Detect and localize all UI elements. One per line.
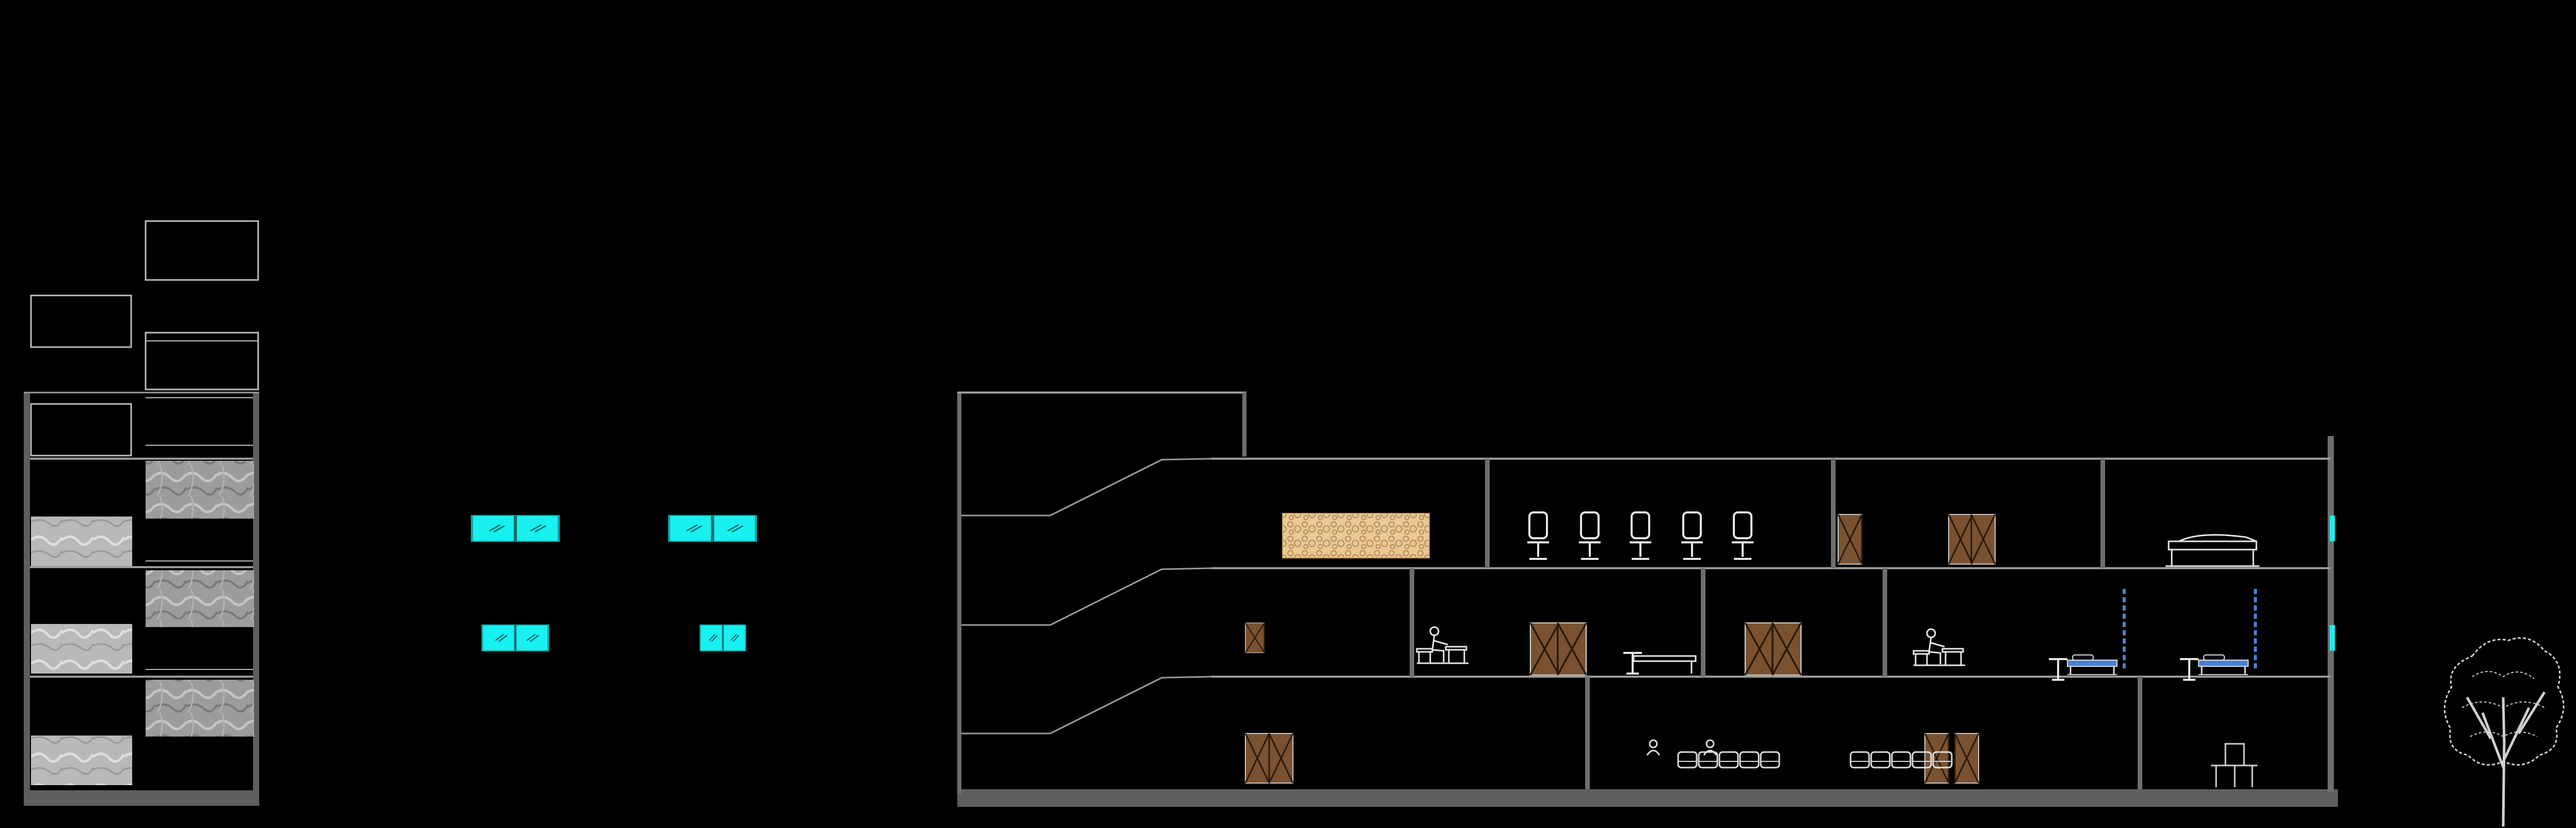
window-strip-top: [2330, 515, 2335, 541]
marble-panel-1: [146, 461, 254, 519]
bed-icon: [2166, 534, 2259, 567]
roof-box-left: [30, 294, 132, 348]
ground-slab: [957, 789, 2338, 807]
door-icon: [1268, 732, 1294, 784]
waiting-seat-icon: [1850, 751, 1870, 769]
stair-flight-bottom: [961, 676, 1212, 735]
person-icon: [1913, 628, 1966, 666]
chair-icon: [1526, 511, 1550, 560]
window-icon: [482, 625, 548, 651]
waiting-person: [1646, 739, 1661, 756]
bed-icon: [2198, 654, 2249, 676]
window-icon: [669, 515, 756, 541]
window-strip-mid: [2330, 625, 2335, 651]
left-elevation: [24, 220, 259, 806]
bed-icon: [2066, 654, 2118, 676]
chair-icon: [1578, 511, 1602, 560]
waiting-person: [1703, 739, 1717, 756]
stair-flight-top: [961, 458, 1212, 517]
door-icon: [1970, 513, 1996, 565]
partition-mid-1: [1410, 568, 1414, 677]
door-icon: [1948, 513, 1973, 565]
waiting-seat-icon: [1891, 751, 1911, 769]
door-icon: [1924, 732, 1950, 784]
partition-bottom-2: [2138, 677, 2142, 789]
waiting-seat-icon: [1718, 751, 1739, 769]
door-icon: [1244, 732, 1270, 784]
marble-panel-2: [31, 517, 132, 566]
partition-mid-2: [1701, 568, 1705, 677]
window-icon: [699, 624, 747, 652]
partition-mid-3: [1883, 568, 1887, 677]
window-elevations: [472, 515, 756, 651]
exterior-wall-left: [957, 392, 961, 794]
door-icon: [1837, 513, 1863, 565]
chair-icon: [1731, 511, 1755, 560]
partition-top-1: [1485, 459, 1490, 568]
partition-top-2: [1831, 459, 1836, 568]
low-table: [1633, 655, 1697, 662]
partition-top-3: [2100, 459, 2105, 568]
roof-box-lower: [145, 332, 259, 390]
double-door-bottom-1: [1244, 732, 1294, 784]
double-door-mid-1: [1529, 622, 1587, 676]
elevation-top-box: [30, 403, 132, 457]
exterior-wall-right: [2328, 436, 2334, 792]
tree-icon: [2444, 637, 2565, 827]
door-icon: [1244, 622, 1266, 653]
elevation-frame-left: [24, 393, 30, 806]
chair-icon: [1629, 511, 1652, 560]
door-icon: [1954, 732, 1980, 784]
door-icon: [1529, 622, 1560, 676]
elevation-frame-right: [253, 393, 259, 806]
marble-panel-3: [146, 570, 254, 627]
waiting-seat-icon: [1739, 751, 1760, 769]
roof-box-upper: [145, 220, 259, 281]
feature-wall-panel: [1282, 513, 1430, 558]
marble-panel-4: [31, 624, 132, 674]
door-icon: [1744, 622, 1775, 676]
stair-tower-parapet: [1242, 393, 1246, 457]
stair-flight-middle: [961, 567, 1212, 626]
door-icon: [1557, 622, 1587, 676]
partition-bottom-1: [1585, 677, 1590, 789]
double-door-top: [1948, 513, 1996, 565]
elevation-base: [24, 790, 259, 806]
chair-icon: [2211, 743, 2257, 787]
chair-icon: [1680, 511, 1704, 560]
waiting-seat-icon: [1698, 751, 1718, 769]
building-section: [957, 392, 2338, 807]
window-icon: [472, 515, 559, 541]
waiting-seat-icon: [1677, 751, 1698, 769]
door-icon: [1772, 622, 1802, 676]
marble-panel-5: [146, 680, 254, 737]
waiting-seat-icon: [1870, 751, 1891, 769]
double-door-mid-2: [1744, 622, 1802, 676]
waiting-seat-icon: [1760, 751, 1780, 769]
person-icon: [1416, 626, 1469, 664]
marble-panel-6: [31, 736, 132, 785]
